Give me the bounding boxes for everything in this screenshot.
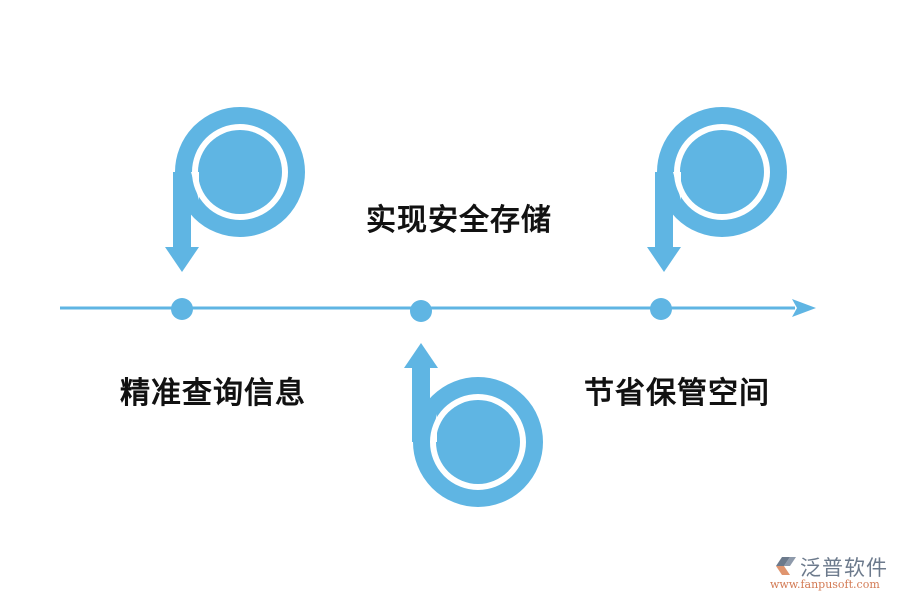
timeline-dot-1 bbox=[171, 298, 193, 320]
node-label-precise-query: 精准查询信息 bbox=[120, 376, 306, 411]
b-shaped-up-arrow-icon bbox=[404, 343, 543, 507]
timeline-dot-2 bbox=[410, 300, 432, 322]
node-label-secure-storage: 实现安全存储 bbox=[366, 203, 552, 238]
p-shaped-down-arrow-icon bbox=[647, 107, 787, 272]
p-shaped-down-arrow-icon bbox=[165, 107, 305, 272]
timeline-dot-3 bbox=[650, 298, 672, 320]
fanpu-logo-icon bbox=[776, 557, 796, 575]
node-label-save-space: 节省保管空间 bbox=[584, 376, 770, 411]
watermark-logo: 泛普软件 www.fanpusoft.com bbox=[770, 552, 894, 596]
watermark-url: www.fanpusoft.com bbox=[770, 578, 880, 591]
watermark-brand: 泛普软件 bbox=[800, 556, 888, 580]
